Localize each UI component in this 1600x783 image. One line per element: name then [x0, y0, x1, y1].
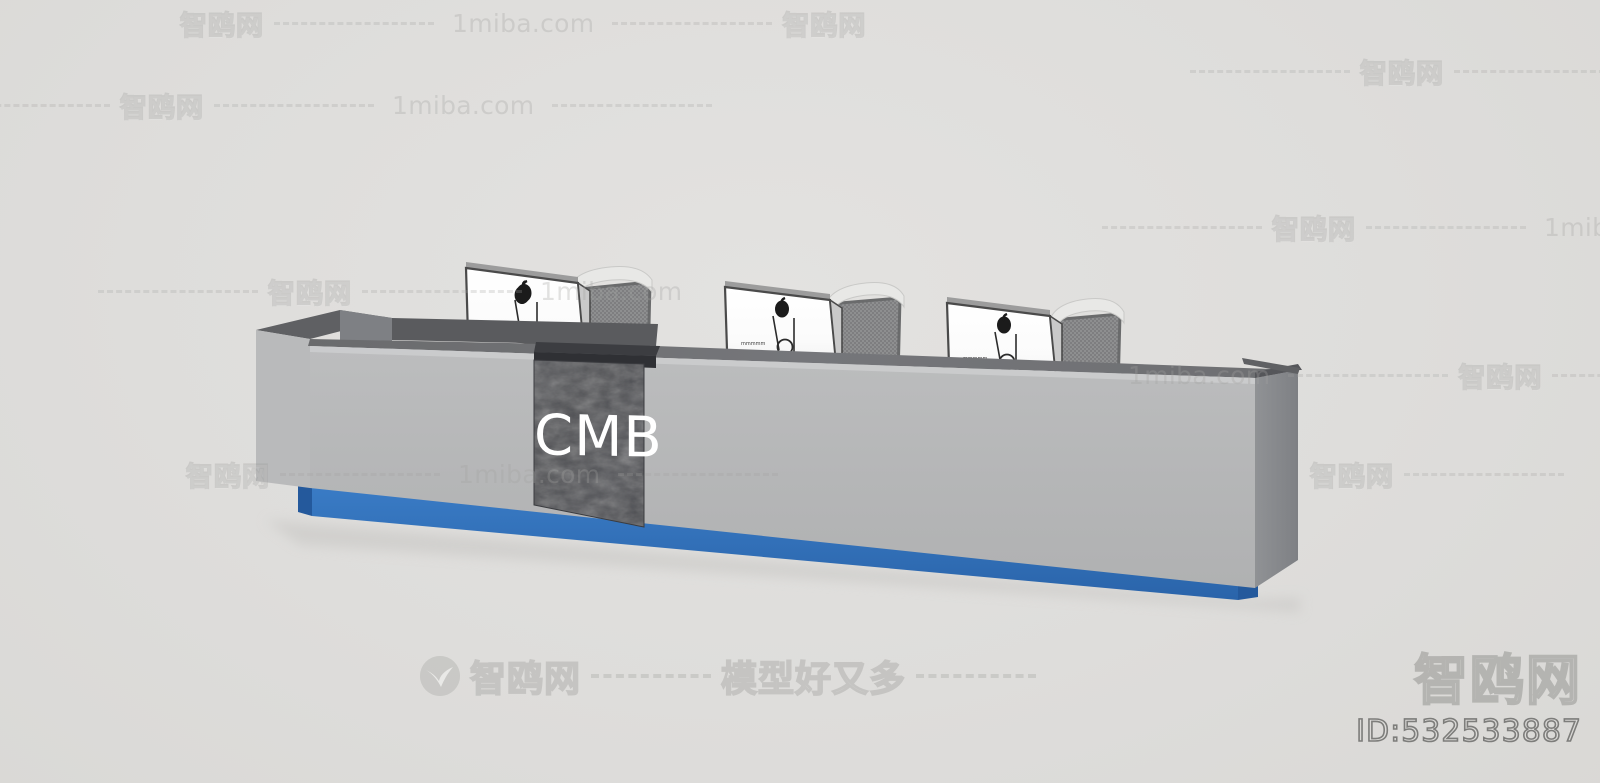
cmb-wordmark: CMB: [534, 403, 663, 471]
svg-text:CMB: CMB: [534, 403, 663, 471]
svg-text:mmmmm: mmmmm: [741, 341, 765, 347]
desk-right-end: [1242, 358, 1302, 588]
cmb-logo-panel: [533, 342, 660, 528]
floor-shadow: [265, 520, 1300, 612]
